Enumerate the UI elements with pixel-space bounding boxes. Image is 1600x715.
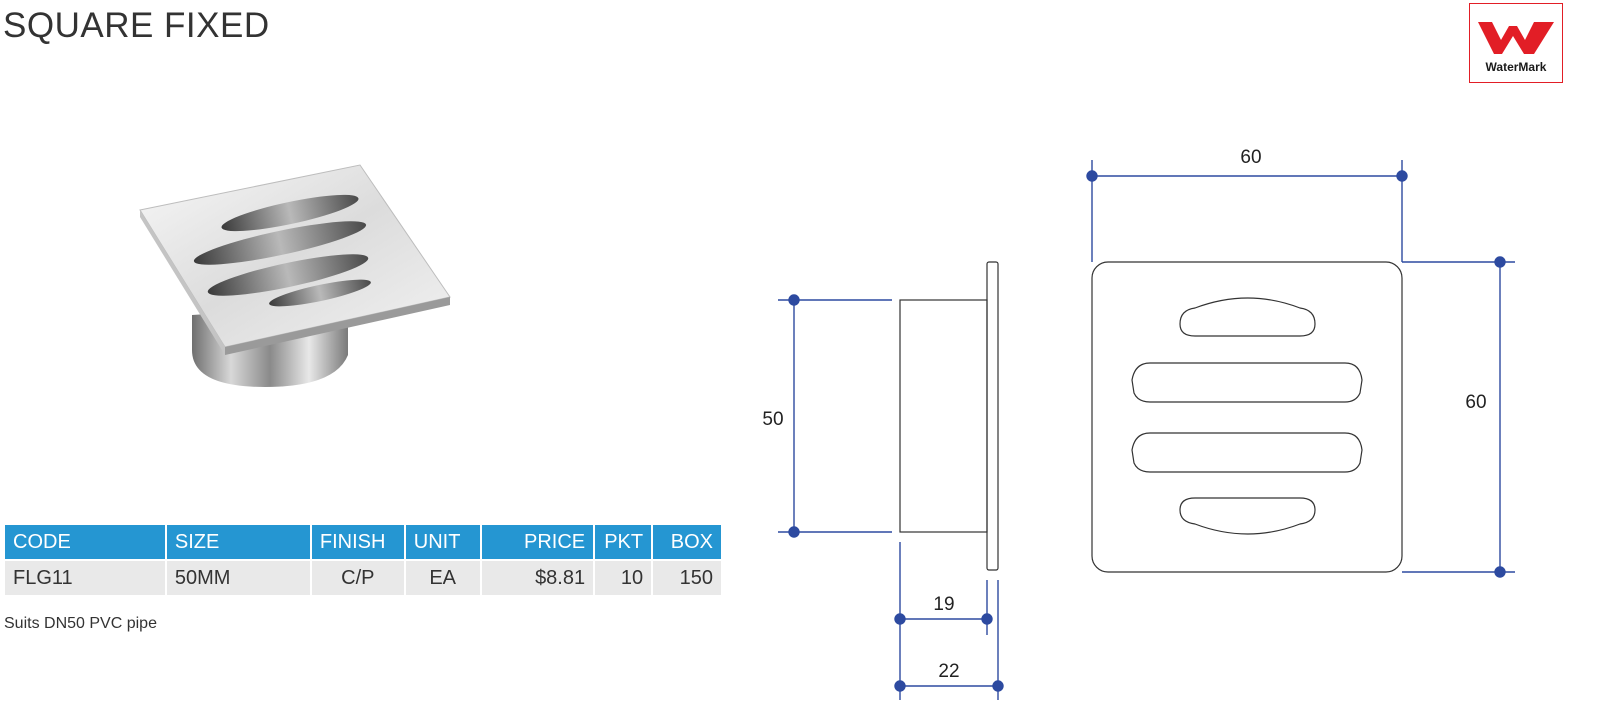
top-view-slot-1 <box>1179 297 1316 337</box>
top-view <box>1091 261 1403 573</box>
watermark-logo-label: WaterMark <box>1485 60 1547 74</box>
table-header-row: CODE SIZE FINISH UNIT PRICE PKT BOX <box>5 525 721 559</box>
top-view-plate <box>1091 261 1403 573</box>
dim-right-height: 60 <box>1465 392 1486 413</box>
header-pkt: PKT <box>595 525 652 559</box>
header-price: PRICE <box>481 525 594 559</box>
dimension-lines <box>778 160 1515 700</box>
cell-unit: EA <box>405 559 480 595</box>
side-view-flange <box>986 261 999 571</box>
side-view-body <box>899 299 988 533</box>
cell-finish: C/P <box>311 559 404 595</box>
dim-depth-inner: 19 <box>933 594 954 615</box>
product-note: Suits DN50 PVC pipe <box>4 615 157 632</box>
dim-depth-outer: 22 <box>938 661 959 682</box>
cell-box: 150 <box>653 559 721 595</box>
cell-price: $8.81 <box>481 559 594 595</box>
product-image <box>130 155 460 405</box>
cell-code: FLG11 <box>5 559 165 595</box>
header-finish: FINISH <box>311 525 404 559</box>
side-view <box>899 261 999 571</box>
dim-side-height: 50 <box>762 409 783 430</box>
watermark-w-icon <box>1478 22 1554 54</box>
table-row: FLG11 50MM C/P EA $8.81 10 150 <box>5 559 721 595</box>
cell-pkt: 10 <box>595 559 652 595</box>
watermark-logo: WaterMark <box>1469 3 1563 83</box>
top-view-slot-3 <box>1131 432 1363 473</box>
header-code: CODE <box>5 525 165 559</box>
dim-top-width: 60 <box>1240 147 1261 168</box>
product-spec-table: CODE SIZE FINISH UNIT PRICE PKT BOX FLG1… <box>3 525 723 595</box>
header-size: SIZE <box>166 525 310 559</box>
top-view-slot-2 <box>1131 362 1363 403</box>
cell-size: 50MM <box>166 559 310 595</box>
top-view-slot-4 <box>1179 497 1316 535</box>
page-title: SQUARE FIXED <box>3 6 270 45</box>
header-unit: UNIT <box>405 525 480 559</box>
header-box: BOX <box>653 525 721 559</box>
